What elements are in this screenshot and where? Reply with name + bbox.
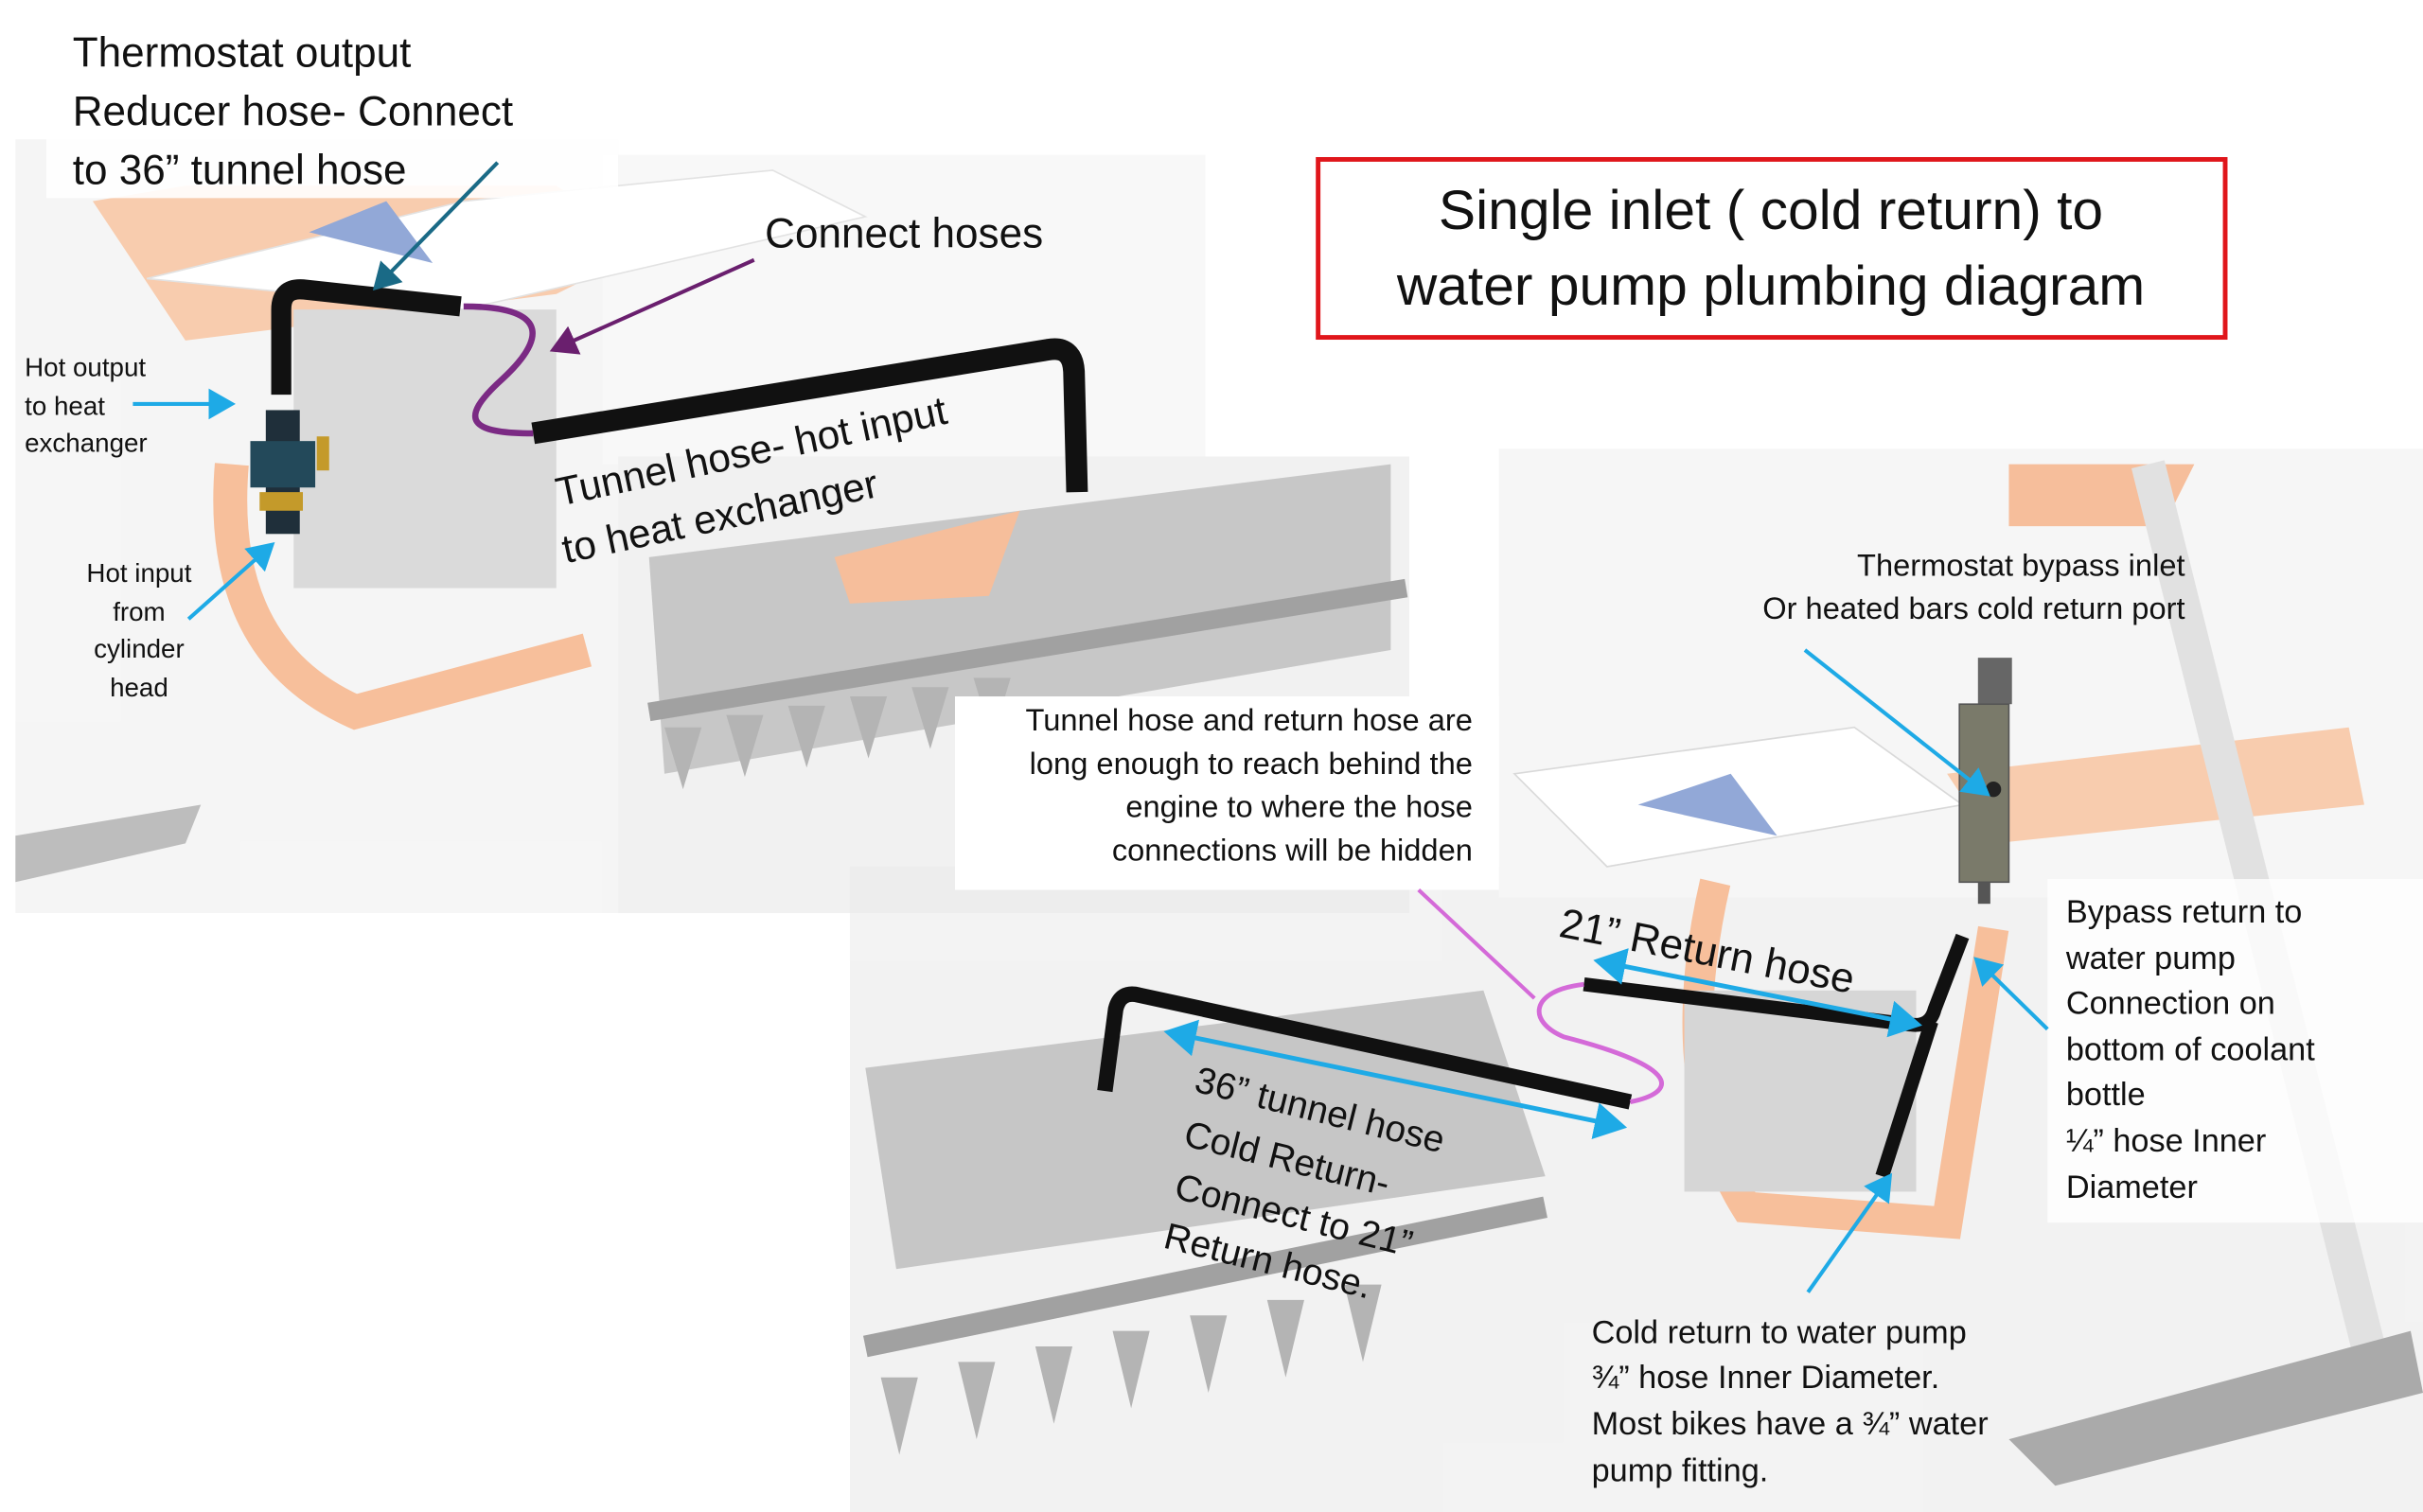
svg-text:Connection on: Connection on	[2066, 985, 2275, 1021]
thermostat-output-label: Thermostat output Reducer hose- Connect …	[73, 29, 513, 193]
bypass-return-label: Bypass return to water pump Connection o…	[2065, 894, 2315, 1205]
thermostat-output-arrow	[372, 161, 500, 291]
svg-text:Reducer hose- Connect: Reducer hose- Connect	[73, 88, 513, 134]
note-label: Tunnel hose and return hose are long eno…	[1025, 702, 1472, 867]
svg-text:head: head	[110, 673, 168, 702]
left-bike-photo	[15, 139, 1409, 914]
title-line-2: water pump plumbing diagram	[1396, 255, 2145, 317]
svg-text:engine to where the hose: engine to where the hose	[1125, 789, 1473, 824]
svg-text:exchanger: exchanger	[25, 429, 148, 458]
svg-text:long enough to reach behind th: long enough to reach behind the	[1030, 746, 1473, 781]
hot-input-arrow	[186, 542, 275, 621]
bypass-return-arrow	[1973, 957, 2049, 1031]
bypass-label-backdrop	[2047, 879, 2423, 1223]
note-pointer	[1417, 888, 1536, 1000]
svg-text:Tunnel hose and return hose ar: Tunnel hose and return hose are	[1025, 702, 1472, 737]
return-hose-length-arrow	[1593, 948, 1922, 1038]
svg-text:Diameter: Diameter	[2066, 1169, 2198, 1205]
svg-text:cylinder: cylinder	[94, 634, 185, 663]
tunnel-hose-length-arrow	[1163, 1019, 1628, 1139]
connect-hoses-arrow	[549, 257, 755, 355]
svg-text:Or heated bars cold return por: Or heated bars cold return port	[1762, 590, 2184, 625]
svg-text:Thermostat output: Thermostat output	[73, 29, 412, 76]
svg-text:bottom of coolant: bottom of coolant	[2066, 1031, 2315, 1067]
svg-text:to 36” tunnel hose: to 36” tunnel hose	[73, 148, 407, 194]
tunnel-hose-left	[531, 338, 1088, 493]
bypass-inlet-arrow	[1803, 648, 1990, 797]
note-box	[954, 696, 1499, 890]
svg-text:¾” hose Inner Diameter.: ¾” hose Inner Diameter.	[1592, 1360, 1940, 1396]
svg-text:bottle: bottle	[2066, 1077, 2146, 1113]
thermostat-housing	[250, 410, 329, 535]
svg-text:Hot input: Hot input	[86, 558, 191, 588]
svg-text:Cold return to water pump: Cold return to water pump	[1592, 1315, 1967, 1351]
connect-hoses-label: Connect hoses	[765, 211, 1043, 257]
hot-input-label: Hot input from cylinder head	[86, 558, 191, 702]
hose-connector-purple	[463, 303, 536, 437]
svg-text:pump fitting.: pump fitting.	[1592, 1452, 1769, 1488]
svg-text:Hot output: Hot output	[25, 352, 146, 381]
tunnel-hose-right	[1097, 986, 1633, 1110]
svg-text:Most bikes have a ¾” water: Most bikes have a ¾” water	[1592, 1406, 1989, 1442]
svg-text:connections will be hidden: connections will be hidden	[1112, 832, 1473, 867]
svg-text:Thermostat bypass inlet: Thermostat bypass inlet	[1857, 547, 2185, 582]
title-box	[1316, 157, 2228, 341]
cold-return-label: Cold return to water pump ¾” hose Inner …	[1592, 1315, 1989, 1489]
reducer-hose	[271, 279, 462, 396]
cold-return-arrow	[1806, 1172, 1893, 1293]
title-line-1: Single inlet ( cold return) to	[1439, 180, 2103, 241]
thermostat-label-backdrop	[45, 15, 619, 199]
svg-text:from: from	[113, 597, 165, 626]
svg-text:Bypass return to: Bypass return to	[2066, 894, 2303, 930]
bypass-inlet-label: Thermostat bypass inlet Or heated bars c…	[1762, 547, 2184, 625]
svg-text:water pump: water pump	[2065, 941, 2236, 976]
hot-output-label: Hot output to heat exchanger	[25, 352, 148, 457]
return-hose-down	[1875, 1019, 1938, 1179]
svg-text:¼” hose Inner: ¼” hose Inner	[2066, 1123, 2266, 1159]
svg-text:to heat: to heat	[25, 391, 105, 420]
